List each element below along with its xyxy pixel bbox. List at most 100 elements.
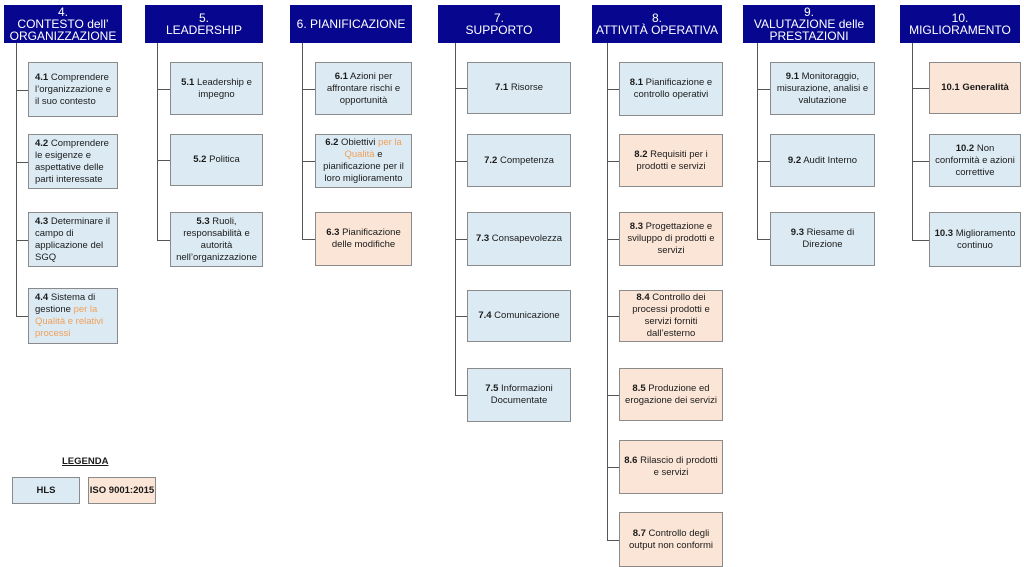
clause-text: 10.3 Miglioramento continuo [934,227,1016,251]
connector-horizontal [16,240,28,241]
clause-text: 9.2 Audit Interno [787,154,858,166]
section-title: VALUTAZIONE delle PRESTAZIONI [753,17,865,43]
connector-horizontal [302,239,315,240]
section-number: 8. [651,11,662,25]
clause-6-1: 6.1 Azioni per affrontare rischi e oppor… [315,62,412,115]
connector-horizontal [16,316,28,317]
clause-code: 6.2 [325,137,339,148]
clause-code: 10.1 [941,82,960,93]
section-title: ATTIVITÀ OPERATIVA [595,23,718,37]
connector-horizontal [302,89,315,90]
clause-10-2: 10.2 Non conformità e azioni correttive [929,134,1021,187]
section-number: 9. [803,5,814,19]
clause-text: 6.2 Obiettivi per la Qualità e pianifica… [323,137,404,184]
clause-code: 6.1 [334,70,348,82]
clause-text: 5.2 Politica [193,154,240,165]
connector-vertical [16,43,17,316]
connector-vertical [302,43,303,239]
connector-horizontal [16,90,28,91]
clause-text: 4.2 Comprendere le esigenze e aspettativ… [35,137,109,185]
clause-text: 8.2 Requisiti per i prodotti e servizi [634,148,708,172]
clause-8-6: 8.6 Rilascio di prodotti e servizi [619,440,723,494]
clause-code: 4.2 [35,137,49,149]
clause-text: 7.5 Informazioni Documentate [485,383,553,406]
clause-5-2: 5.2 Politica [170,134,263,186]
section-header-10: 10.MIGLIORAMENTO [900,5,1020,43]
clause-8-7: 8.7 Controllo degli output non conformi [619,512,723,567]
clause-code: 8.1 [629,77,644,88]
section-number: 4. [57,5,68,19]
legend-title: LEGENDA [62,456,109,467]
clause-4-3: 4.3 Determinare il campo di applicazione… [28,212,118,267]
connector-horizontal [607,467,619,468]
clause-6-3: 6.3 Pianificazione delle modifiche [315,212,412,266]
clause-4-4: 4.4 Sistema di gestione per la Qualità e… [28,288,118,344]
connector-horizontal [455,161,467,162]
clause-code: 5.2 [193,154,207,165]
connector-horizontal [455,239,467,240]
clause-text: 9.3 Riesame di Direzione [790,227,855,250]
connector-vertical [757,43,758,239]
clause-text: 7.3 Consapevolezza [475,233,563,244]
clause-code: 4.3 [35,215,49,227]
clause-code: 10.3 [934,227,954,239]
clause-code: 10.2 [955,142,975,154]
legend-hls: HLS [12,477,80,504]
connector-horizontal [607,540,619,541]
section-header-9: 9.VALUTAZIONE delle PRESTAZIONI [743,5,875,43]
clause-code: 8.4 [636,292,650,303]
section-header-4: 4.CONTESTO dell’ ORGANIZZAZIONE [4,5,122,43]
clause-highlight: per la Qualità e relativi processi [35,304,104,339]
clause-code: 9.3 [790,227,805,238]
clause-code: 8.3 [629,221,644,232]
clause-7-2: 7.2 Competenza [467,134,571,187]
section-number: 6. PIANIFICAZIONE [296,17,406,31]
connector-horizontal [157,160,170,161]
section-header-5: 5.LEADERSHIP [145,5,263,43]
connector-horizontal [607,316,619,317]
clause-6-2: 6.2 Obiettivi per la Qualità e pianifica… [315,134,412,188]
clause-text: 5.1 Leadership e impegno [181,76,252,100]
clause-9-2: 9.2 Audit Interno [770,134,875,187]
connector-horizontal [757,89,770,90]
clause-text: 7.4 Comunicazione [478,310,560,321]
clause-code: 9.2 [787,154,802,166]
clause-5-3: 5.3 Ruoli, responsabilità e autorità nel… [170,212,263,267]
clause-text: 10.2 Non conformità e azioni correttive [935,142,1015,178]
clause-7-3: 7.3 Consapevolezza [467,212,571,266]
clause-code: 4.4 [35,292,49,303]
clause-5-1: 5.1 Leadership e impegno [170,62,263,115]
section-number: 10. [951,11,969,25]
clause-code: 8.7 [632,527,646,539]
clause-code: 5.3 [196,215,210,227]
connector-horizontal [455,316,467,317]
connector-vertical [607,43,608,540]
clause-code: 4.1 [35,71,49,83]
clause-text: 7.1 Risorse [494,82,544,93]
clause-text: 8.1 Pianificazione e controllo operativi [629,77,713,100]
clause-8-2: 8.2 Requisiti per i prodotti e servizi [619,134,723,187]
clause-9-1: 9.1 Monitoraggio, misurazione, analisi e… [770,62,875,115]
connector-horizontal [16,162,28,163]
connector-vertical [912,43,913,240]
section-header-8: 8.ATTIVITÀ OPERATIVA [592,5,722,43]
clause-8-3: 8.3 Progettazione e sviluppo di prodotti… [619,212,723,266]
clause-code: 9.1 [785,70,799,82]
connector-horizontal [607,395,619,396]
connector-horizontal [757,161,770,162]
clause-text: 10.1 Generalità [941,82,1009,93]
clause-text: 6.3 Pianificazione delle modifiche [326,227,401,250]
clause-7-4: 7.4 Comunicazione [467,290,571,342]
clause-8-4: 8.4 Controllo dei processi prodotti e se… [619,290,723,342]
clause-text: 6.1 Azioni per affrontare rischi e oppor… [326,70,401,106]
clause-9-3: 9.3 Riesame di Direzione [770,212,875,266]
clause-7-1: 7.1 Risorse [467,62,571,114]
clause-text: 8.3 Progettazione e sviluppo di prodotti… [627,221,715,256]
section-title: LEADERSHIP [165,23,243,37]
clause-8-5: 8.5 Produzione ed erogazione dei servizi [619,368,723,421]
clause-text: 8.5 Produzione ed erogazione dei servizi [625,382,717,406]
clause-code: 7.3 [475,233,490,244]
connector-vertical [157,43,158,240]
clause-10-1: 10.1 Generalità [929,62,1021,114]
clause-code: 7.5 [485,383,499,394]
